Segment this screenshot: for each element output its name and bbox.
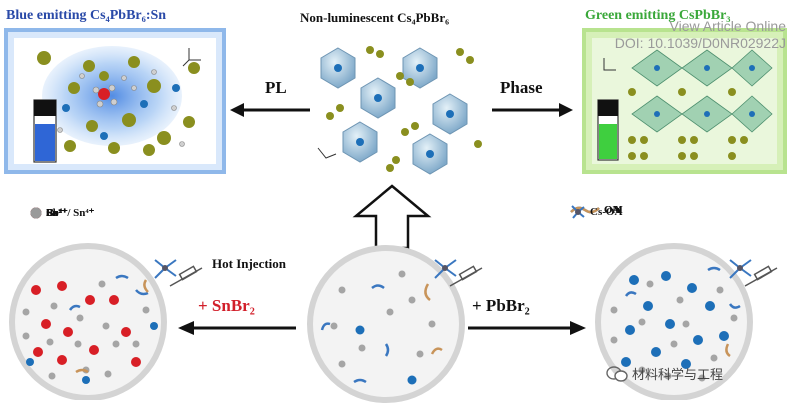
pl-label: PL (265, 78, 287, 97)
syringe-icon-middle (434, 259, 483, 287)
precursor-solution-flask (307, 245, 465, 403)
pl-arrow (230, 103, 310, 117)
blue-glow (42, 46, 182, 146)
cs-oa-icon (571, 205, 585, 219)
cs-atoms (37, 51, 200, 156)
doi-text: DOI: 10.1039/D0NR02922J (614, 35, 786, 51)
wechat-watermark: 材料科学与工程 (606, 364, 723, 383)
syringe-icon-right (729, 259, 778, 287)
blue-panel-title: Blue emitting Cs₄PbBr₆:Sn (6, 8, 167, 23)
cs-atoms-middle (326, 46, 482, 172)
pbbr2-arrow (468, 321, 586, 335)
snbr2-label: + SnBr₂ (198, 296, 255, 315)
blue-emitting-panel (4, 28, 226, 174)
phase-label: Phase (500, 78, 543, 97)
blue-vial-icon (33, 99, 57, 163)
sn-atom (98, 88, 110, 100)
hot-injection-label: Hot Injection (212, 256, 287, 271)
watermark: View Article Online DOI: 10.1039/D0NR029… (500, 18, 786, 52)
syringe-icon-left (154, 259, 203, 287)
green-panel-title: Green emitting CsPbBr₃ (585, 8, 731, 23)
green-emitting-panel (582, 28, 787, 174)
legend-br: Br⁻ (30, 206, 64, 219)
cs4pbbr6-structure (317, 46, 482, 175)
middle-panel-title: Non-luminescent Cs₄PbBr₆ (300, 10, 449, 25)
pbbr6-octahedra (320, 47, 468, 175)
wechat-icon (606, 365, 628, 382)
cs-atoms-green (628, 88, 748, 160)
phase-arrow (492, 103, 573, 117)
legend-cs-oa: Cs-OA (570, 204, 622, 220)
axis-icon (182, 48, 201, 67)
sn-doped-solution-flask (9, 243, 167, 400)
pbbr2-label: + PbBr₂ (472, 296, 530, 315)
green-vial-icon (597, 99, 619, 161)
view-article-online-link[interactable]: View Article Online (669, 18, 786, 34)
hollow-up-arrow (352, 184, 432, 250)
cspbbr3-solution-flask (595, 243, 753, 400)
snbr2-arrow (178, 321, 296, 335)
